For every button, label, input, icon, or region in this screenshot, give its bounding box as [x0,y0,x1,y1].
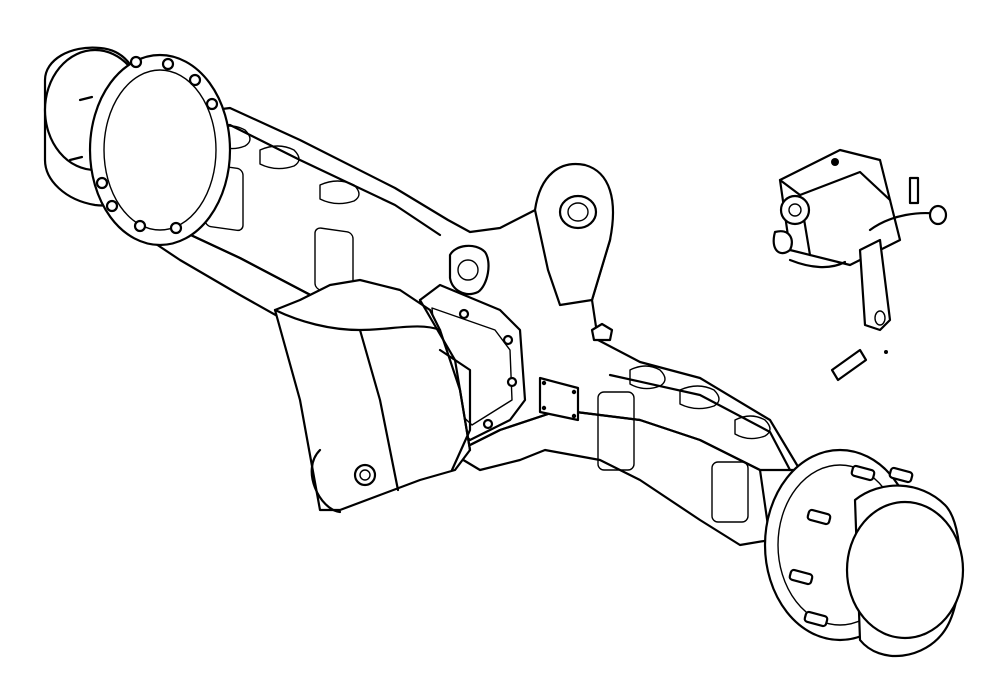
valve-block [772,148,920,269]
center-pivot-mount [448,163,614,342]
hydraulic-motor [273,278,472,514]
left-wheel-hub [43,46,232,247]
fitting-pin [830,348,888,382]
data-plate [538,376,580,422]
bracket [858,204,948,332]
right-wheel-hub [763,448,965,658]
